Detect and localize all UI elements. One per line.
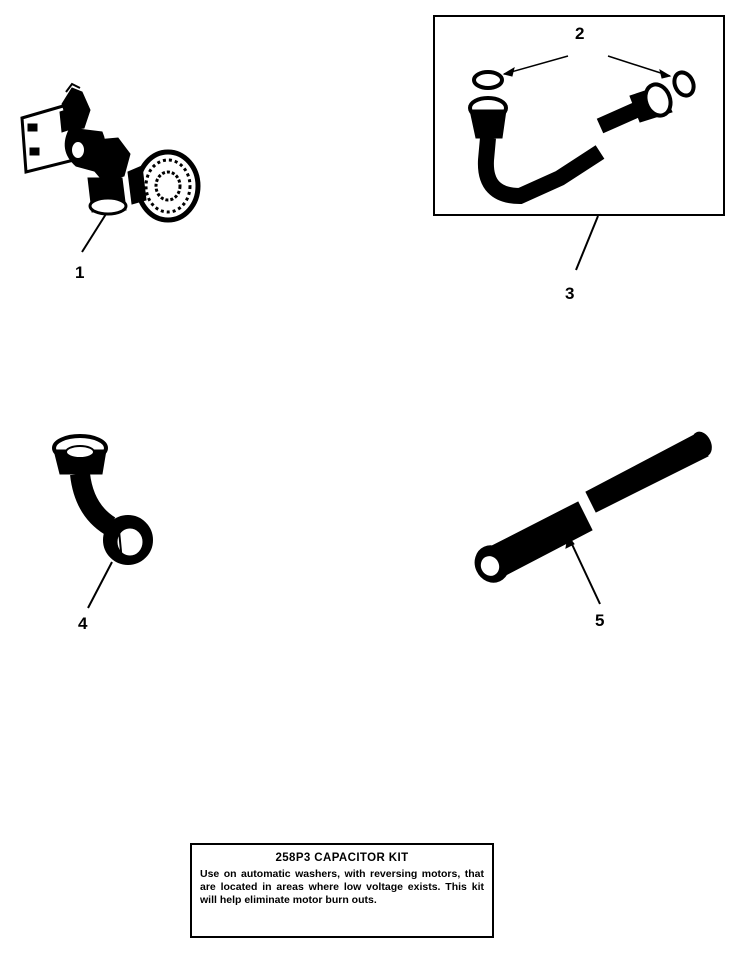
capacitor-kit-note: 258P3 CAPACITOR KIT Use on automatic was… <box>190 843 494 938</box>
part-3-hose-box <box>433 15 725 271</box>
callout-3: 3 <box>565 284 574 303</box>
callout-2: 2 <box>575 24 584 43</box>
washer-left <box>472 70 504 90</box>
kit-note-body: Use on automatic washers, with reversing… <box>200 868 484 906</box>
callout-4: 4 <box>78 614 88 633</box>
kit-note-title: 258P3 CAPACITOR KIT <box>275 852 409 864</box>
part-1-valve-assembly <box>20 82 201 253</box>
callout-1: 1 <box>75 263 84 282</box>
washer-right <box>672 70 696 98</box>
callout-5: 5 <box>595 611 604 630</box>
part-5-hose <box>474 431 712 605</box>
part-4-elbow-fitting <box>52 434 153 609</box>
